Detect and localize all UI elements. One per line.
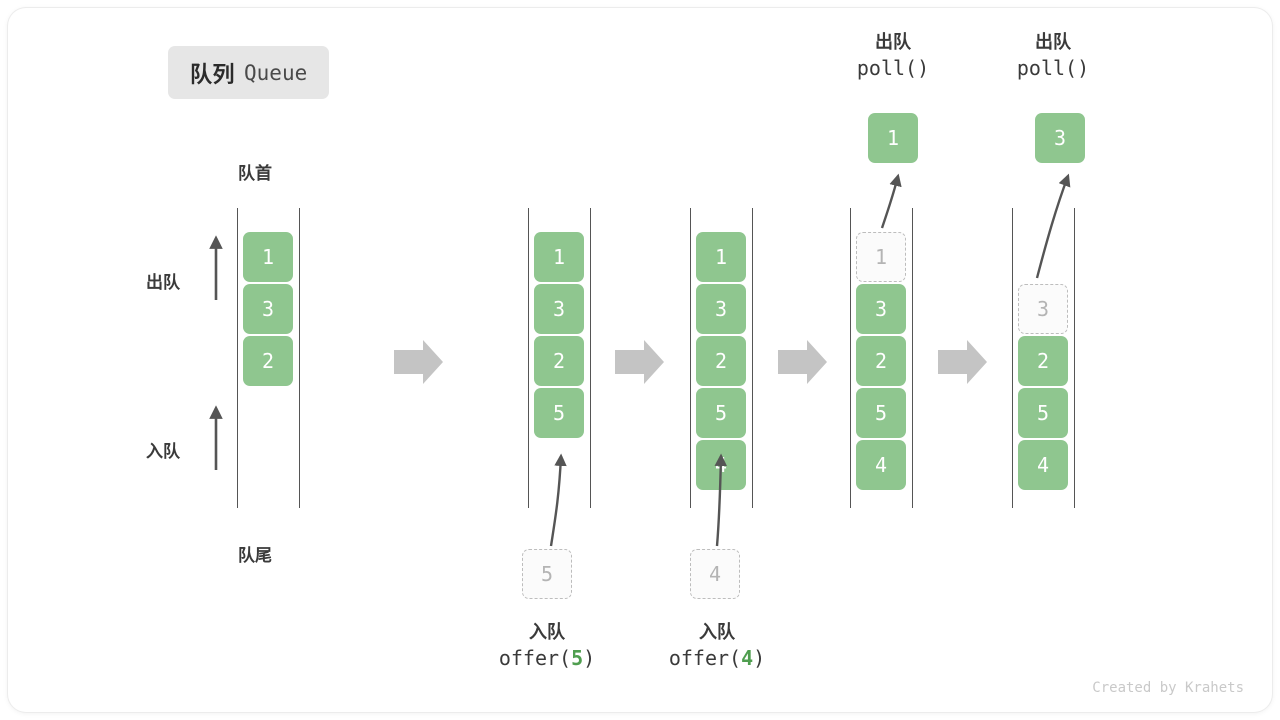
rail-left bbox=[1012, 208, 1013, 508]
rail-right bbox=[590, 208, 591, 508]
queue-slot-removed: 3 bbox=[1018, 284, 1068, 334]
op-label-line1: 出队 bbox=[1035, 32, 1071, 52]
queue-slot: 4 bbox=[696, 440, 746, 490]
op-fn-pre: poll( bbox=[856, 55, 918, 80]
queue-slot: 2 bbox=[243, 336, 293, 386]
op-label-poll-3: 出队 poll() bbox=[968, 30, 1138, 82]
popped-chip-3: 3 bbox=[1035, 113, 1085, 163]
op-fn-post: ) bbox=[753, 645, 766, 670]
popped-chip-1: 1 bbox=[868, 113, 918, 163]
attribution-footer: Created by Krahets bbox=[1092, 680, 1244, 696]
op-label-poll-1: 出队 poll() bbox=[808, 30, 978, 82]
queue-slot: 5 bbox=[856, 388, 906, 438]
rail-right bbox=[912, 208, 913, 508]
op-label-line1: 出队 bbox=[875, 32, 911, 52]
queue-slot: 2 bbox=[696, 336, 746, 386]
queue-column-5: 3 2 5 4 bbox=[1012, 208, 1075, 508]
pending-enqueue-chip-5: 5 bbox=[522, 549, 572, 599]
queue-slot: 4 bbox=[856, 440, 906, 490]
queue-column-3: 1 3 2 5 4 bbox=[690, 208, 753, 508]
rail-left bbox=[690, 208, 691, 508]
title-english: Queue bbox=[244, 60, 308, 85]
op-fn-arg: 5 bbox=[571, 645, 584, 670]
title-chinese: 队列 bbox=[190, 61, 236, 87]
label-queue-head: 队首 bbox=[238, 164, 272, 183]
op-label-line1: 入队 bbox=[699, 622, 735, 642]
queue-slot: 2 bbox=[534, 336, 584, 386]
queue-slot: 3 bbox=[856, 284, 906, 334]
op-label-line1: 入队 bbox=[529, 622, 565, 642]
queue-slot: 2 bbox=[856, 336, 906, 386]
queue-slot: 5 bbox=[534, 388, 584, 438]
op-fn-post: ) bbox=[583, 645, 596, 670]
op-label-line2: poll() bbox=[808, 55, 978, 83]
op-fn-pre: offer( bbox=[498, 645, 572, 670]
op-fn-pre: poll( bbox=[1016, 55, 1078, 80]
queue-slot: 1 bbox=[534, 232, 584, 282]
op-label-line2: poll() bbox=[968, 55, 1138, 83]
queue-slot-removed: 1 bbox=[856, 232, 906, 282]
rail-right bbox=[299, 208, 300, 508]
op-label-line2: offer(5) bbox=[462, 645, 632, 673]
pending-enqueue-chip-4: 4 bbox=[690, 549, 740, 599]
queue-slot: 4 bbox=[1018, 440, 1068, 490]
title-badge: 队列 Queue bbox=[168, 46, 330, 99]
label-side-enqueue: 入队 bbox=[146, 442, 180, 461]
op-fn-post: ) bbox=[917, 55, 930, 80]
queue-slot: 1 bbox=[243, 232, 293, 282]
op-label-line2: offer(4) bbox=[632, 645, 802, 673]
queue-slot: 5 bbox=[1018, 388, 1068, 438]
op-label-offer-4: 入队 offer(4) bbox=[632, 620, 802, 672]
rail-right bbox=[752, 208, 753, 508]
label-queue-tail: 队尾 bbox=[238, 546, 272, 565]
rail-right bbox=[1074, 208, 1075, 508]
queue-column-2: 1 3 2 5 bbox=[528, 208, 591, 508]
rail-left bbox=[528, 208, 529, 508]
queue-column-4: 1 3 2 5 4 bbox=[850, 208, 913, 508]
queue-slot: 5 bbox=[696, 388, 746, 438]
queue-slot: 3 bbox=[534, 284, 584, 334]
queue-slot: 3 bbox=[243, 284, 293, 334]
op-fn-arg: 4 bbox=[741, 645, 754, 670]
label-side-dequeue: 出队 bbox=[146, 273, 180, 292]
op-label-offer-5: 入队 offer(5) bbox=[462, 620, 632, 672]
queue-slot: 2 bbox=[1018, 336, 1068, 386]
op-fn-pre: offer( bbox=[668, 645, 742, 670]
rail-left bbox=[850, 208, 851, 508]
queue-slot: 3 bbox=[696, 284, 746, 334]
op-fn-post: ) bbox=[1077, 55, 1090, 80]
rail-left bbox=[237, 208, 238, 508]
queue-column-1: 1 3 2 bbox=[237, 208, 300, 508]
queue-slot: 1 bbox=[696, 232, 746, 282]
